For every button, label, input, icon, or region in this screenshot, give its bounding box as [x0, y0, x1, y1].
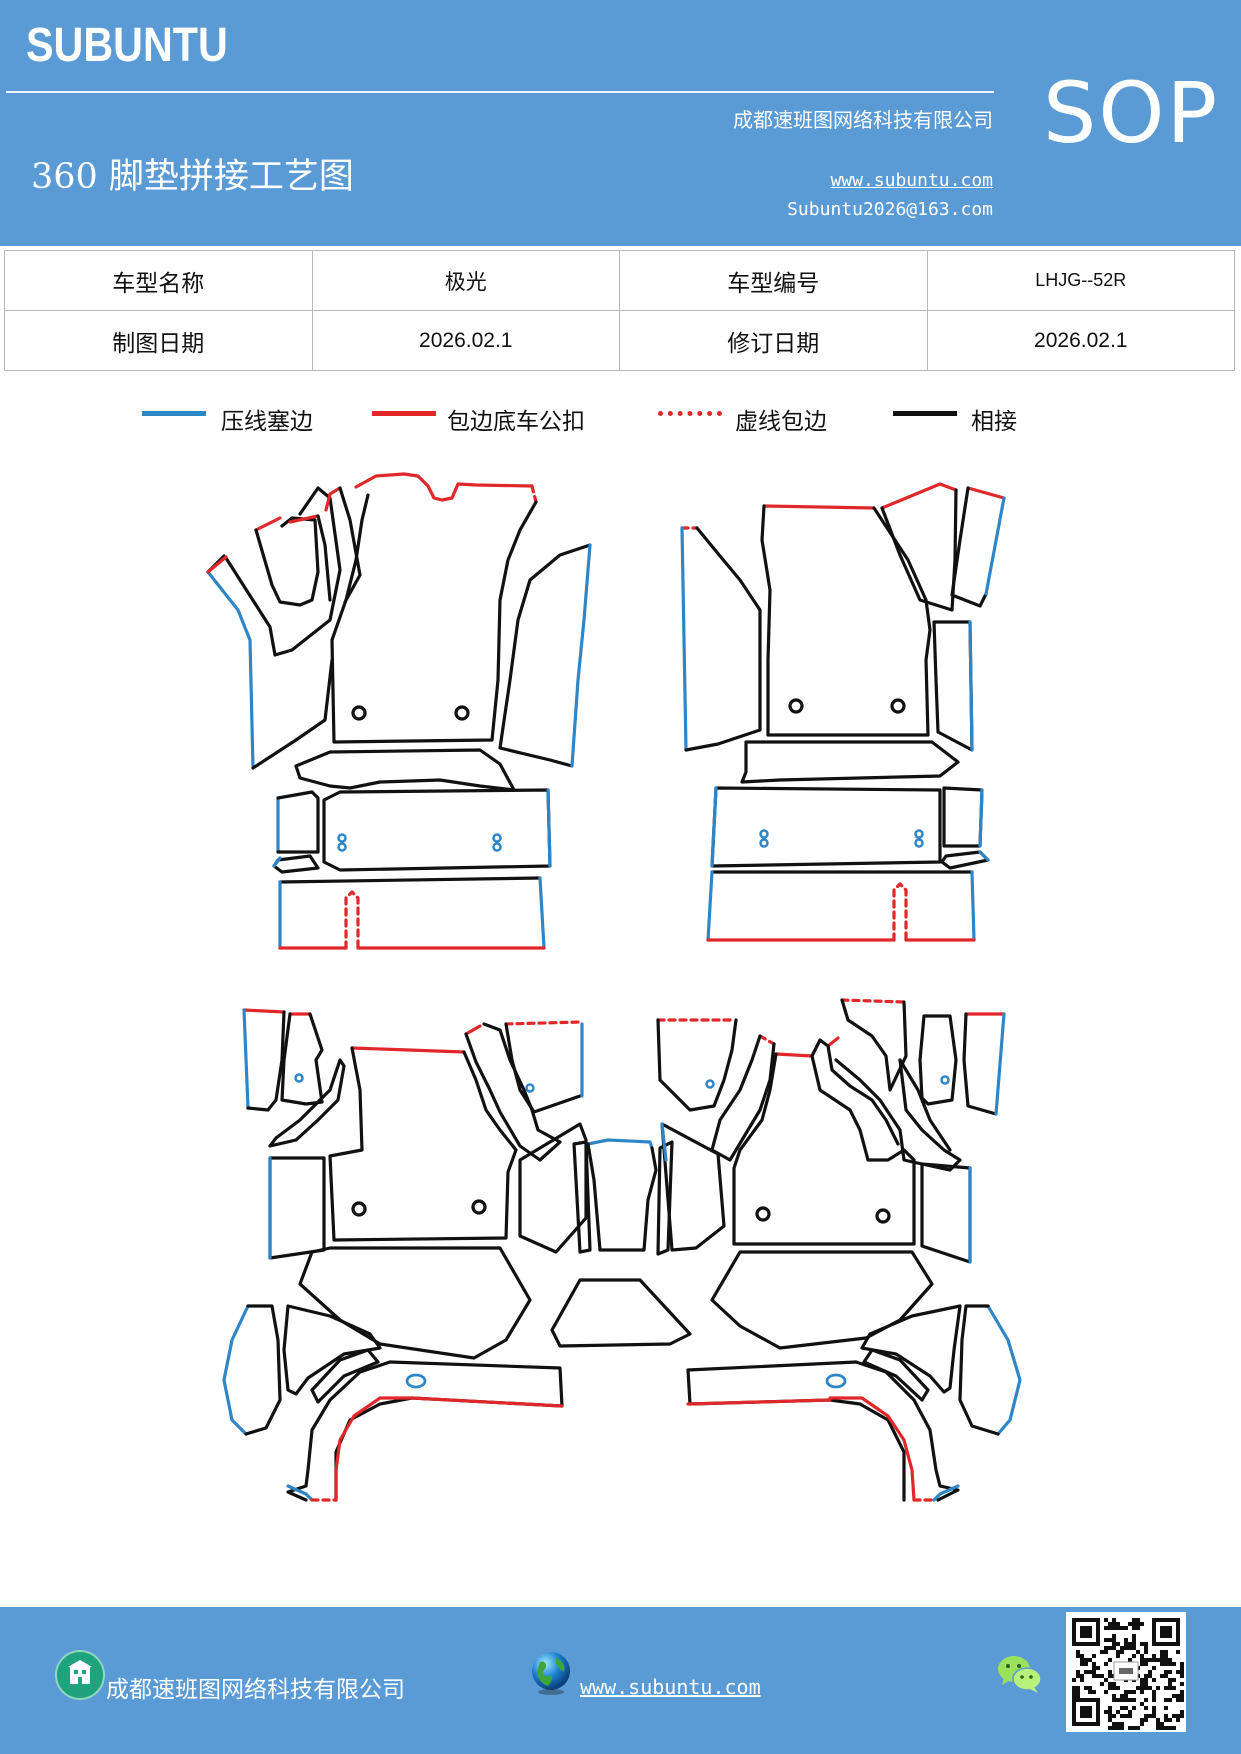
- brand-logo: SUBUNTU: [26, 19, 228, 72]
- drawing-date-label: 制图日期: [4, 310, 313, 371]
- line-legend: 压线塞边 包边底车公扣 虚线包边 相接: [0, 400, 1241, 440]
- footer-website-link[interactable]: www.subuntu.com: [580, 1675, 761, 1699]
- globe-icon: [528, 1650, 574, 1696]
- qr-code[interactable]: [1066, 1612, 1186, 1732]
- document-title: 360 脚垫拼接工艺图: [31, 157, 354, 197]
- building-icon: [55, 1650, 105, 1700]
- revision-date-label: 修订日期: [619, 310, 928, 371]
- header-website-link[interactable]: www.subuntu.com: [830, 170, 993, 191]
- drawing-date-value: 2026.02.1: [311, 310, 620, 371]
- header-company-name: 成都速班图网络科技有限公司: [733, 108, 993, 132]
- legend-label: 压线塞边: [221, 409, 313, 435]
- model-code-value: LHJG--52R: [926, 250, 1235, 311]
- revision-date-value: 2026.02.1: [926, 310, 1235, 371]
- model-code-label: 车型编号: [619, 250, 928, 311]
- legend-swatch: [142, 411, 206, 416]
- model-name-label: 车型名称: [4, 250, 313, 311]
- wechat-icon: [996, 1652, 1044, 1696]
- legend-swatch: [658, 411, 722, 416]
- table-row: 车型名称 极光 车型编号 LHJG--52R: [4, 250, 1235, 311]
- page-header: SUBUNTU SOP 成都速班图网络科技有限公司 360 脚垫拼接工艺图 ww…: [0, 0, 1241, 246]
- model-name-value: 极光: [311, 250, 620, 311]
- legend-swatch: [893, 411, 957, 416]
- footer-company-name: 成都速班图网络科技有限公司: [106, 1677, 405, 1703]
- vehicle-info-table: 车型名称 极光 车型编号 LHJG--52R 制图日期 2026.02.1 修订…: [4, 250, 1235, 371]
- rear-mat-set: [222, 998, 1022, 1502]
- legend-label: 相接: [971, 409, 1017, 435]
- front-right-mat-set: [680, 482, 1006, 942]
- legend-swatch: [372, 411, 436, 416]
- sop-badge: SOP: [1043, 64, 1220, 162]
- legend-label: 包边底车公扣: [447, 409, 585, 435]
- header-email: Subuntu2026@163.com: [787, 199, 993, 220]
- front-left-mat-set: [206, 472, 592, 950]
- header-divider: [6, 91, 994, 93]
- table-row: 制图日期 2026.02.1 修订日期 2026.02.1: [4, 310, 1235, 371]
- legend-label: 虚线包边: [735, 409, 827, 435]
